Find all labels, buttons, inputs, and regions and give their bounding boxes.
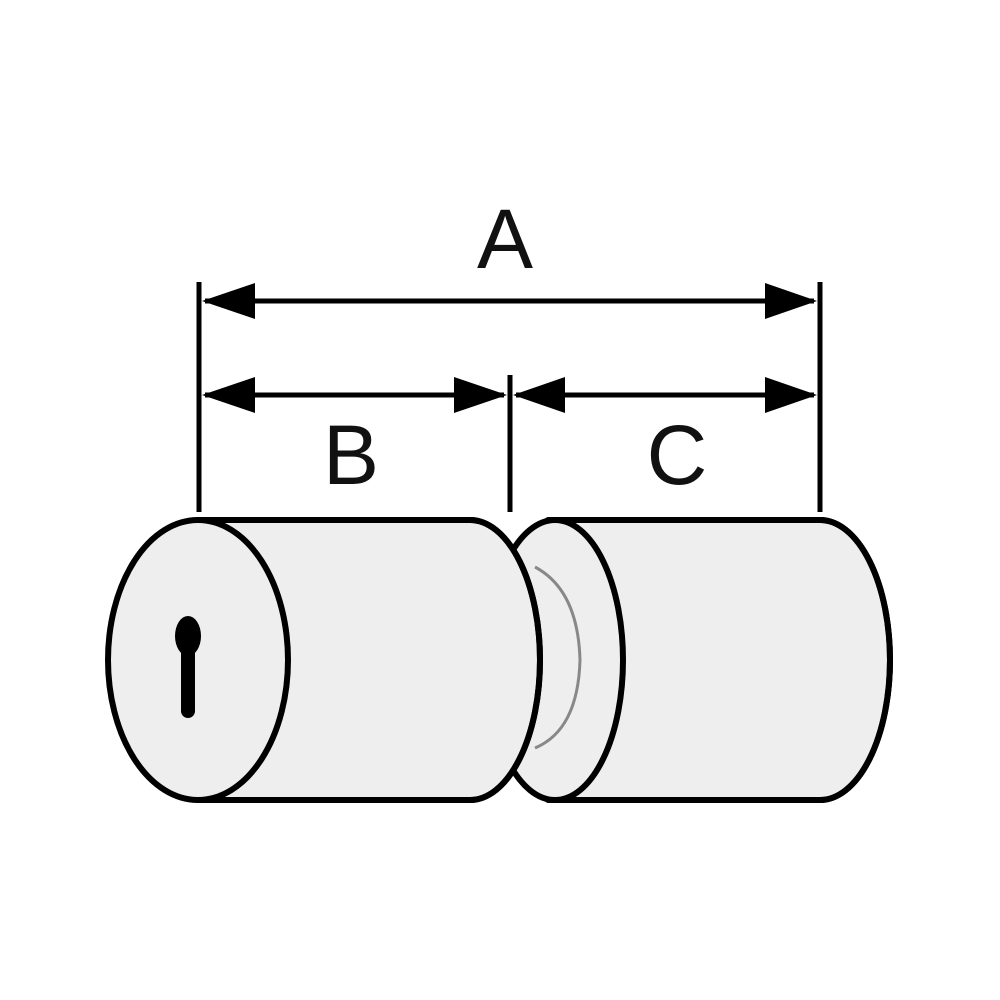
right-cylinder-inner-recess xyxy=(534,565,582,750)
arrowhead-c-left xyxy=(513,377,565,413)
left-cylinder-right-edge xyxy=(469,517,543,803)
dimension-c-label: C xyxy=(647,408,708,502)
dimension-lines xyxy=(196,282,823,512)
right-cylinder-end xyxy=(819,517,893,803)
right-cylinder xyxy=(484,517,893,803)
left-cylinder xyxy=(105,517,543,803)
dimension-arrowheads xyxy=(202,283,817,413)
arrowhead-a-left xyxy=(202,283,255,319)
arrowhead-b-right xyxy=(454,377,507,413)
arrowhead-a-right xyxy=(765,283,817,319)
dimension-b-label: B xyxy=(323,408,379,502)
arrowhead-b-left xyxy=(202,377,255,413)
arrowhead-c-right xyxy=(765,377,817,413)
dimension-a-label: A xyxy=(477,192,533,286)
keyhole-icon xyxy=(175,616,201,718)
left-cylinder-front-face xyxy=(105,517,291,803)
